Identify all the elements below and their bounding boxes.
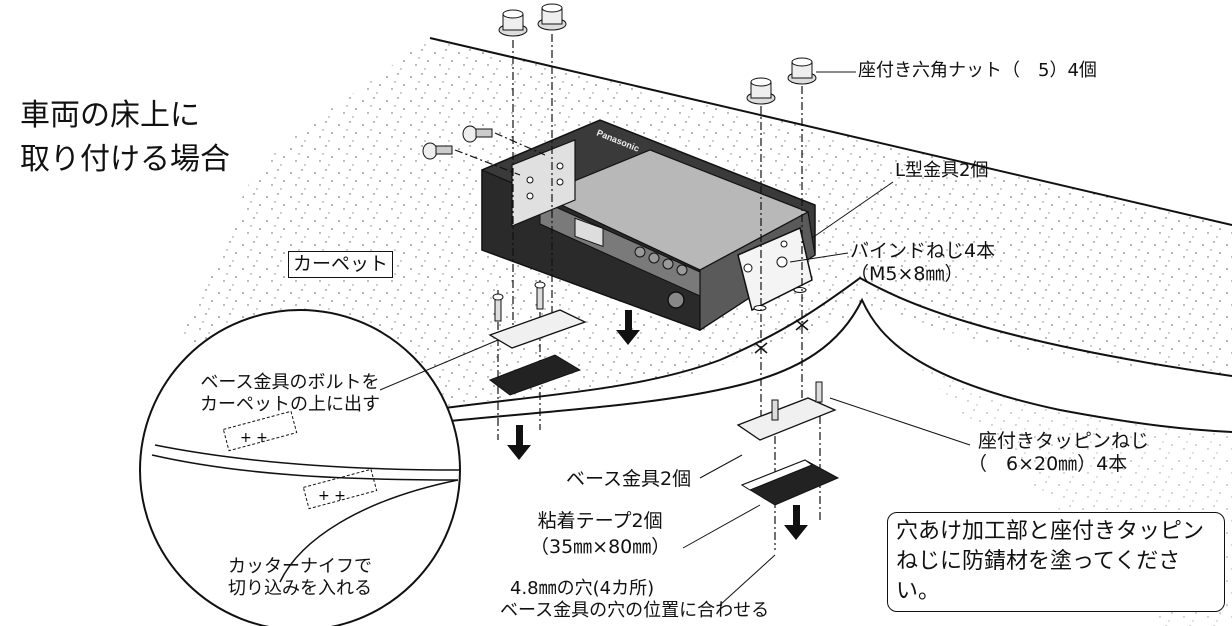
flange-nut-icon (746, 77, 776, 105)
carpet-cut-edge-lower (439, 297, 1232, 433)
base-bracket-label: ベース金具2個 (566, 468, 692, 490)
note-line-2: ねじに防錆材を塗ってください。 (896, 549, 1181, 604)
adhesive-tape-label: 粘着テープ2個 （35㎜×80㎜） (530, 508, 670, 560)
down-arrow-icon (507, 425, 531, 460)
assembly-guide-lines (454, 34, 821, 550)
l-bracket-right (737, 226, 813, 312)
l-bracket-label: L型金具2個 (895, 160, 989, 181)
tapping-screw-label: 座付きタッピンねじ （ 6×20㎜）4本 (968, 430, 1149, 476)
bind-screw-icon (422, 142, 453, 160)
flange-nut-icon (498, 9, 528, 37)
tapping-screw-label-1: 座付きタッピンねじ (978, 430, 1150, 452)
main-unit: Panasonic (481, 119, 816, 332)
adhesive-tape-label-1: 粘着テープ2個 (537, 510, 663, 532)
carpet-cut-edge (429, 276, 1232, 411)
title-line-1: 車両の床上に (20, 98, 200, 133)
carpet-label: カーペット (288, 251, 394, 278)
carpet-edge (429, 37, 1232, 226)
inset-bottom-label-2: 切り込みを入れる (228, 578, 372, 599)
down-arrow-icon (616, 310, 640, 345)
tapping-screw-label-2: （ 6×20㎜）4本 (968, 452, 1128, 475)
inset-detail: + + + + (139, 309, 461, 626)
flange-nut-icon (787, 57, 817, 85)
adhesive-tape-label-2: （35㎜×80㎜） (530, 536, 671, 558)
bind-screw-label: バインドねじ4本 （M5×8㎜） (850, 240, 995, 286)
page-title: 車両の床上に 取り付ける場合 (20, 94, 230, 182)
inset-bottom-label: カッターナイフで 切り込みを入れる (228, 556, 372, 600)
inset-top-label: ベース金具のボルトを カーペットの上に出す (200, 372, 380, 416)
flange-nut-icon (537, 3, 567, 31)
rust-prevention-note: 穴あけ加工部と座付きタッピン ねじに防錆材を塗ってください。 (887, 512, 1225, 612)
inset-top-label-1: ベース金具のボルトを (200, 372, 380, 393)
bind-screw-icon (462, 125, 493, 143)
note-line-1: 穴あけ加工部と座付きタッピン (896, 519, 1205, 544)
base-bracket-right (736, 381, 840, 506)
hole-label-1: 4.8㎜の穴(4カ所) (510, 578, 655, 599)
hole-label-2: ベース金具の穴の位置に合わせる (500, 600, 770, 621)
base-bracket-left (488, 281, 587, 396)
bind-screw-label-1: バインドねじ4本 (850, 240, 996, 262)
inset-bottom-label-1: カッターナイフで (228, 556, 372, 577)
title-line-2: 取り付ける場合 (20, 142, 230, 177)
flange-nut-label: 座付き六角ナット（ 5）4個 (858, 60, 1097, 81)
inset-top-label-2: カーペットの上に出す (200, 394, 380, 415)
hole-label: 4.8㎜の穴(4カ所) ベース金具の穴の位置に合わせる (500, 578, 769, 622)
cross-marks (754, 319, 809, 354)
leader-lines (682, 71, 971, 606)
bind-screw-label-2: （M5×8㎜） (850, 262, 964, 285)
down-arrow-icon (784, 505, 808, 540)
svg-text:+ +: + + (240, 430, 268, 446)
svg-text:+ +: + + (318, 488, 346, 504)
